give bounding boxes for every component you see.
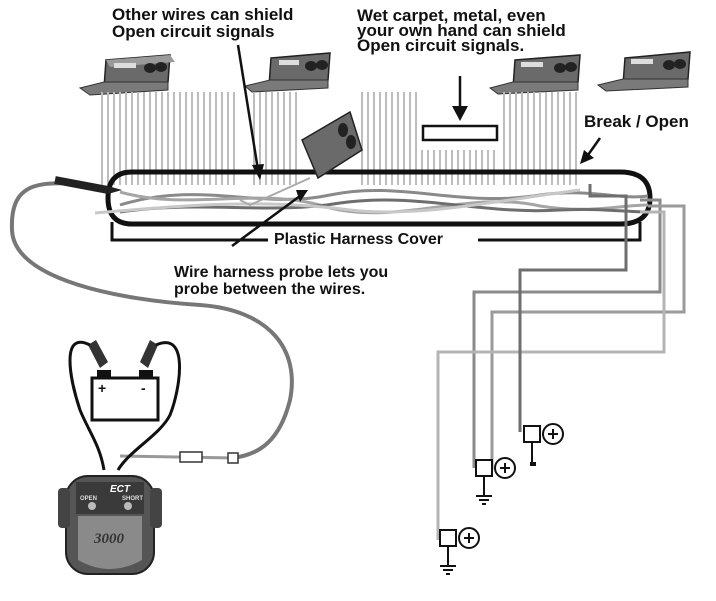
label-shield-line2: Open circuit signals [112,22,275,41]
label-probe-line2: probe between the wires. [174,281,366,298]
battery-icon: + - [68,340,181,471]
label-wet-line3: Open circuit signals. [357,36,525,55]
harness-cover-bracket-right [478,222,642,242]
harness-cover-bracket [110,222,268,242]
device-model: 3000 [94,531,124,547]
load-motor-icon [523,423,564,466]
inline-connector [119,451,239,464]
shield-pointer-icon [236,44,264,180]
svg-text:+: + [98,380,106,396]
label-probe-line1: Wire harness probe lets you [174,264,389,281]
device-open-label: OPEN [80,496,98,502]
label-harness-cover: Plastic Harness Cover [274,231,443,248]
load-motor-icon [439,527,480,575]
probe-pointer-icon [231,190,308,248]
arrow-down-icon [452,76,468,121]
wire-harness [94,169,653,227]
sensor-unit-right [596,51,691,92]
label-wet-line1: Wet carpet, metal, even [357,6,546,25]
label-break-open: Break / Open [584,112,689,131]
label-wet-line2: your own hand can shield [357,21,566,40]
sensor-unit-left [78,54,175,96]
break-arrow-icon [580,137,602,164]
shield-plate [421,124,499,142]
test-lead-cable [9,176,294,460]
sensor-unit-center-right [488,54,581,95]
device-short-label: SHORT [122,496,143,502]
svg-text:-: - [141,380,146,396]
ect-3000-tester [58,475,162,575]
circuit-wires [436,184,686,540]
probe-sensor-unit [239,110,363,207]
sensor-unit-center-left [243,52,331,93]
label-shield-line1: Other wires can shield [112,5,294,24]
load-motor-icon [475,457,516,505]
device-brand: ECT [110,484,130,495]
